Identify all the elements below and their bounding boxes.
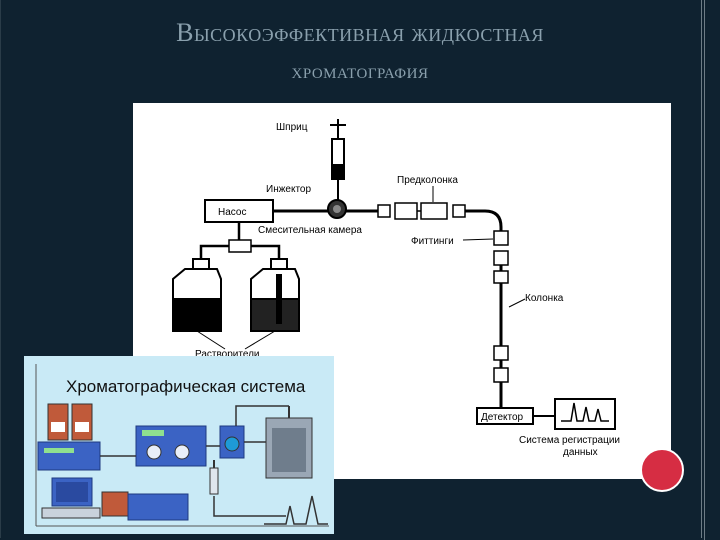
fitting-icon (493, 230, 509, 383)
chromatogram-icon (561, 402, 609, 422)
chromatogram-peaks-icon (264, 495, 328, 525)
bottle-icon (101, 491, 129, 517)
bottle-icon (47, 403, 93, 441)
slide-frame (0, 0, 702, 538)
precolumn-label: Предколонка (397, 175, 458, 186)
solvents-label: Растворители (195, 349, 260, 360)
photo-title: Хроматографическая система (66, 377, 306, 396)
data-system-label-line1: Система регистрации (519, 435, 620, 446)
data-system-label-line2: данных (563, 447, 598, 458)
injector-label: Инжектор (266, 184, 311, 195)
slide-edge-line (704, 0, 705, 540)
precolumn-icon (394, 202, 448, 220)
detector-label: Детектор (481, 412, 524, 423)
degasser-unit-icon (37, 441, 101, 471)
solvent-bottle-icon (172, 258, 222, 332)
pump-head-icon (146, 444, 162, 460)
unit-display-icon (142, 430, 164, 436)
syringe-label: Шприц (276, 122, 308, 133)
pump-label: Насос (218, 207, 246, 218)
fitting-icon (377, 204, 466, 218)
column-label: Колонка (525, 293, 564, 304)
fittings-label: Фиттинги (411, 236, 454, 247)
fittings-leader (462, 238, 494, 241)
solvent-bottle-icon (250, 258, 300, 332)
pump-head-icon (174, 444, 190, 460)
tubing-lines (100, 405, 289, 517)
slide-title-line2: хроматография (291, 58, 429, 83)
injector-valve-icon (224, 436, 240, 452)
unit-display-icon (44, 448, 74, 453)
slide-title-line1: Высокоэффективная жидкостная (176, 18, 544, 47)
hplc-schematic-svg: Шприц Инжектор Насос Предколонка (172, 119, 620, 458)
solvent-lines (199, 222, 281, 261)
column-leader (508, 298, 526, 308)
computer-icon (41, 477, 101, 519)
injector-icon (327, 199, 347, 219)
solvents-leader (196, 330, 276, 350)
mixing-chamber-icon (228, 239, 252, 253)
column-oven-icon (265, 406, 313, 479)
mixing-chamber-label: Смесительная камера (258, 225, 362, 236)
detector-unit-icon (127, 493, 189, 521)
accent-circle (640, 448, 684, 492)
syringe-icon (209, 460, 219, 495)
chromatography-system-photo: Хроматографическая система (24, 356, 334, 534)
chromatography-system-illustration: Хроматографическая система (35, 364, 329, 527)
syringe-icon (330, 119, 346, 201)
